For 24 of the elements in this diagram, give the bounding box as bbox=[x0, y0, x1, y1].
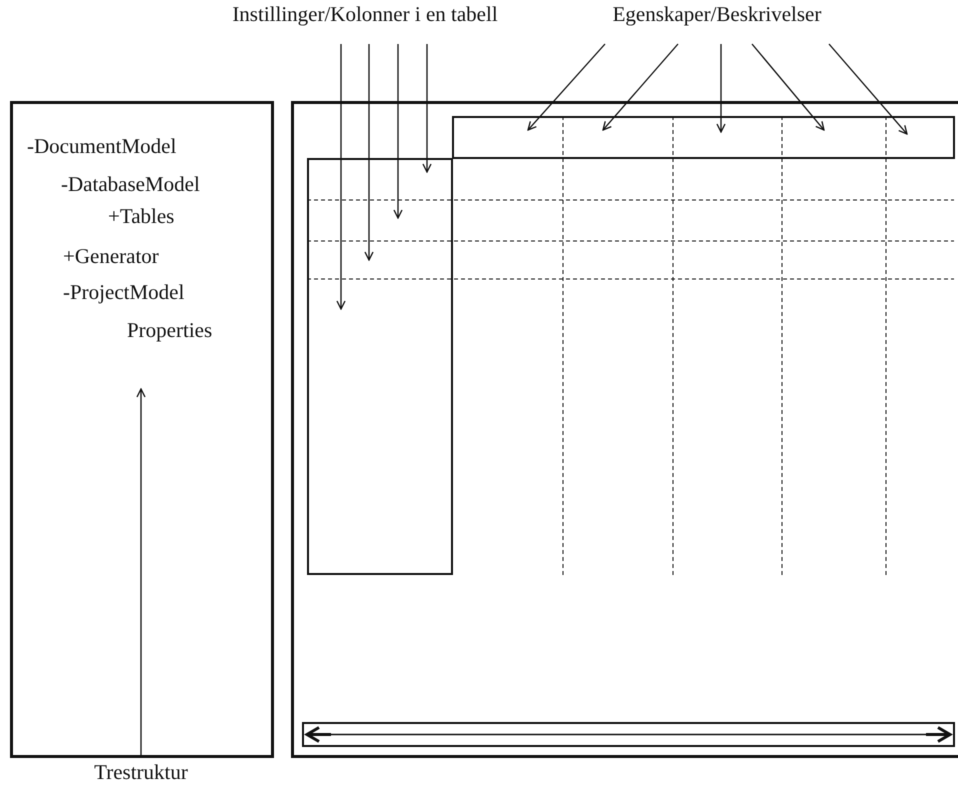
column-box bbox=[307, 158, 453, 575]
label-text: Egenskaper/Beskrivelser bbox=[612, 2, 822, 26]
tree-item: -DocumentModel bbox=[27, 134, 176, 158]
arrow bbox=[716, 44, 726, 133]
tree-item: +Tables bbox=[108, 204, 174, 228]
tree-item: Properties bbox=[127, 318, 212, 342]
label-text: Instillinger/Kolonner i en tabell bbox=[231, 2, 499, 26]
arrow bbox=[752, 44, 825, 131]
label-text: Trestruktur bbox=[93, 760, 189, 784]
table-panel bbox=[291, 101, 958, 758]
arrow bbox=[602, 44, 678, 131]
arrow bbox=[393, 44, 403, 219]
tree-item: +Generator bbox=[63, 244, 159, 268]
arrow bbox=[136, 388, 146, 756]
arrow bbox=[828, 44, 908, 135]
tree-panel bbox=[10, 101, 274, 758]
arrow bbox=[336, 44, 346, 310]
tree-item: -ProjectModel bbox=[63, 280, 184, 304]
scrollbar bbox=[302, 722, 955, 747]
tree-item: -DatabaseModel bbox=[61, 172, 200, 196]
header-row-box bbox=[452, 116, 955, 159]
arrow bbox=[422, 44, 432, 173]
arrow bbox=[364, 44, 374, 261]
arrow bbox=[527, 44, 606, 131]
